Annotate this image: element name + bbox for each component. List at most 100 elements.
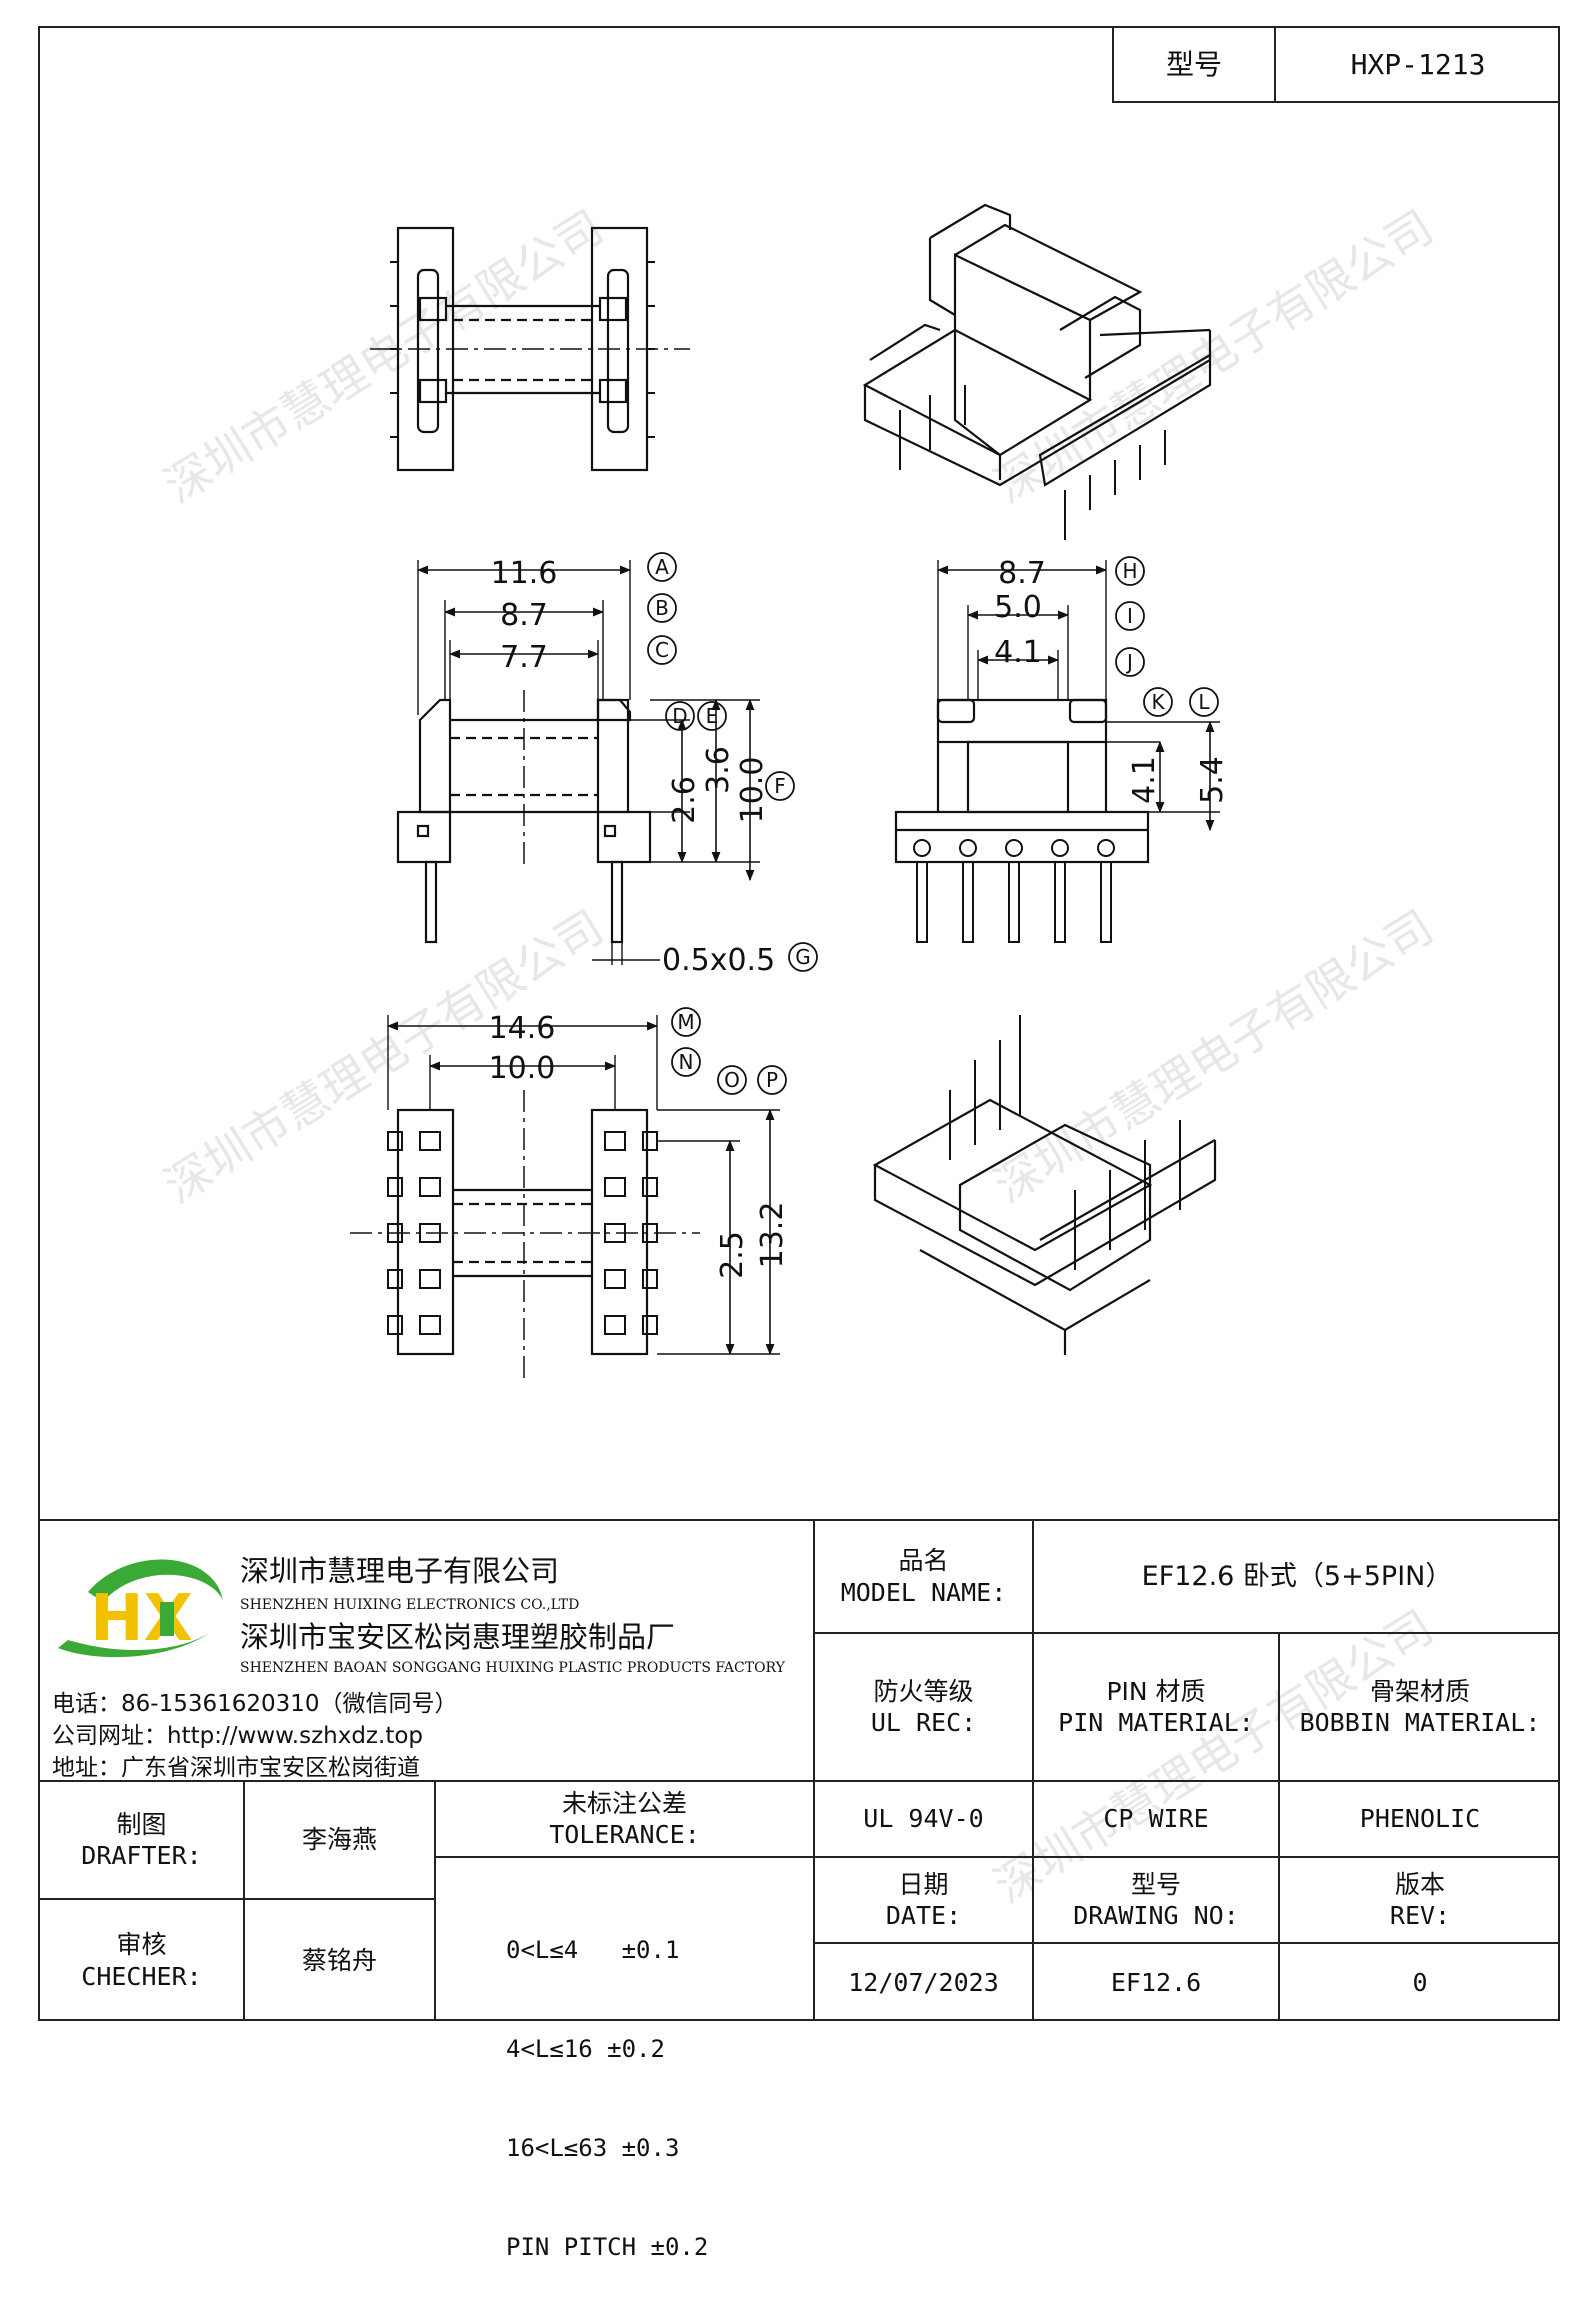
titleblock-border: [813, 1519, 815, 2021]
marker-h: H: [1115, 556, 1145, 586]
model-name-label-cn: 品名: [898, 1546, 949, 1576]
dim-text: 14.6: [489, 1011, 556, 1046]
svg-text:H: H: [1122, 559, 1137, 583]
drafter-label: 制图 DRAFTER:: [40, 1782, 243, 1898]
dim-text: 8.7: [500, 598, 548, 633]
svg-text:HX: HX: [90, 1582, 193, 1656]
drawing-no-value: EF12.6: [1110, 1967, 1202, 1997]
company-name-cn: 深圳市慧理电子有限公司: [240, 1554, 560, 1588]
titleblock-border: [813, 1942, 1560, 1944]
factory-name-cn: 深圳市宝安区松岗惠理塑胶制品厂: [240, 1620, 676, 1654]
svg-text:B: B: [655, 596, 669, 620]
company-name-en: SHENZHEN HUIXING ELECTRONICS CO.,LTD: [240, 1597, 580, 1613]
tolerance-label-en: TOLERANCE:: [549, 1820, 700, 1849]
technical-drawing: 11.6 8.7 7.7 2.6 3.6 10.0 0.5x0.5 8.7 5.…: [350, 203, 1230, 1380]
svg-text:O: O: [724, 1068, 740, 1092]
dim-text: 5.0: [994, 590, 1042, 625]
ul-label: 防火等级 UL REC:: [815, 1634, 1032, 1780]
svg-text:P: P: [766, 1068, 778, 1092]
bobbin-material-value: PHENOLIC: [1359, 1804, 1481, 1834]
date-label: 日期 DATE:: [815, 1858, 1032, 1942]
titleblock-border: [38, 1780, 1560, 1782]
model-name-label-en: MODEL NAME:: [840, 1577, 1007, 1607]
svg-text:F: F: [774, 774, 786, 798]
ul-label-cn: 防火等级: [873, 1676, 974, 1706]
marker-b: B: [647, 593, 677, 623]
drawing-frame: [38, 26, 1560, 2021]
date-label-en: DATE:: [885, 1901, 962, 1930]
dim-text: 10.0: [489, 1051, 556, 1086]
rev-label: 版本 REV:: [1280, 1858, 1560, 1942]
rev-label-cn: 版本: [1394, 1869, 1445, 1899]
dim-text: 7.7: [500, 640, 548, 675]
side-view: [894, 560, 1220, 943]
pin-material-label-cn: PIN 材质: [1106, 1676, 1206, 1706]
company-website: 公司网址：http://www.szhxdz.top: [52, 1723, 424, 1749]
svg-text:J: J: [1125, 650, 1133, 674]
bobbin-material-label-cn: 骨架材质: [1369, 1676, 1470, 1706]
marker-l: L: [1189, 687, 1219, 717]
titleblock-border: [38, 1898, 434, 1900]
drawing-no-label-en: DRAWING NO:: [1073, 1901, 1239, 1930]
marker-e: E: [697, 701, 727, 731]
tolerance-list: 0<L≤4 ±0.1 4<L≤16 ±0.2 16<L≤63 ±0.3 PIN …: [506, 1868, 708, 2297]
svg-text:A: A: [655, 555, 669, 579]
marker-o: O: [717, 1065, 747, 1095]
dim-text: 4.1: [1127, 756, 1162, 804]
svg-text:C: C: [655, 638, 669, 662]
tolerance-row: 0<L≤4 ±0.1: [506, 1936, 680, 1964]
ul-label-en: UL REC:: [870, 1708, 977, 1737]
marker-p: P: [757, 1065, 787, 1095]
tolerance-label-cn: 未标注公差: [561, 1788, 687, 1818]
pin-material-label: PIN 材质 PIN MATERIAL:: [1034, 1634, 1278, 1780]
date-label-cn: 日期: [898, 1869, 949, 1899]
factory-name-en: SHENZHEN BAOAN SONGGANG HUIXING PLASTIC …: [240, 1660, 785, 1676]
svg-text:L: L: [1198, 690, 1210, 714]
marker-j: J: [1115, 647, 1145, 677]
pin-material-label-en: PIN MATERIAL:: [1058, 1708, 1254, 1737]
model-name-value: EF12.6 卧式（5+5PIN）: [1141, 1560, 1453, 1592]
titleblock-border: [38, 1519, 1560, 1521]
marker-c: C: [647, 635, 677, 665]
dim-text: 4.1: [994, 635, 1042, 670]
dim-text: 13.2: [755, 1202, 790, 1269]
bottom-view: [350, 1015, 780, 1380]
drawing-no-label: 型号 DRAWING NO:: [1034, 1858, 1278, 1942]
drafter-label-en: DRAFTER:: [81, 1841, 202, 1870]
tolerance-row: 16<L≤63 ±0.3: [506, 2134, 680, 2162]
titleblock-border: [243, 1780, 245, 2021]
dim-text: 10.0: [735, 757, 770, 824]
model-name-label: 品名 MODEL NAME:: [815, 1521, 1032, 1632]
svg-text:G: G: [795, 945, 811, 969]
marker-g: G: [788, 942, 818, 972]
model-value: HXP-1213: [1350, 48, 1486, 81]
header-border: [1112, 26, 1114, 103]
company-phone: 电话：86-15361620310（微信同号）: [52, 1691, 458, 1717]
dim-text: 11.6: [491, 556, 558, 591]
svg-text:K: K: [1151, 690, 1165, 714]
tolerance-row: PIN PITCH ±0.2: [506, 2233, 709, 2261]
marker-d: D: [665, 701, 695, 731]
isometric-view-bottom: [872, 1015, 1217, 1355]
isometric-view-top: [862, 203, 1212, 540]
front-view: [396, 560, 760, 965]
tolerance-label: 未标注公差 TOLERANCE:: [436, 1782, 813, 1856]
dim-text: 5.4: [1195, 756, 1230, 804]
drafter-label-cn: 制图: [116, 1809, 167, 1839]
bobbin-material-label: 骨架材质 BOBBIN MATERIAL:: [1280, 1634, 1560, 1780]
marker-n: N: [671, 1047, 701, 1077]
drawing-no-label-cn: 型号: [1130, 1869, 1181, 1899]
dim-text: 2.5: [715, 1231, 750, 1279]
tolerance-row: 4<L≤16 ±0.2: [506, 2035, 665, 2063]
titleblock-border: [1032, 1519, 1034, 2021]
checker-label: 审核 CHECHER:: [40, 1900, 243, 2021]
titleblock-border: [813, 1632, 1560, 1634]
svg-text:N: N: [679, 1050, 694, 1074]
svg-text:M: M: [677, 1010, 694, 1034]
model-label: 型号: [1165, 48, 1222, 81]
svg-text:E: E: [706, 704, 719, 728]
svg-text:I: I: [1127, 604, 1133, 628]
titleblock-border: [434, 1780, 436, 2021]
date-value: 12/07/2023: [848, 1967, 999, 1997]
pin-material-value: CP WIRE: [1103, 1804, 1209, 1834]
